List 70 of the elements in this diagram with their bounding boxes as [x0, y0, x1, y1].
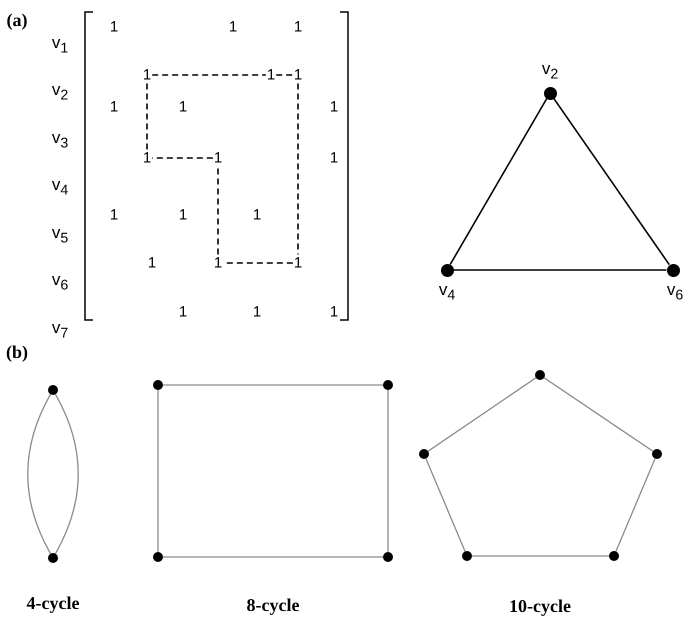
matrix-entry: 1 — [252, 304, 262, 320]
matrix-entry: 1 — [212, 150, 224, 166]
matrix-entry: 1 — [146, 254, 158, 272]
graph-edge — [27, 394, 52, 554]
dashed-line — [276, 74, 293, 76]
matrix-entry: 1 — [266, 66, 276, 84]
row-label: v$_{4}$ — [52, 176, 68, 198]
matrix-entry: 1 — [292, 254, 304, 272]
graph-edge — [450, 98, 548, 265]
vertex-dot — [48, 553, 58, 563]
matrix-entry: 1 — [292, 66, 304, 84]
cycle-caption: 4-cycle — [26, 594, 80, 612]
graph-edge — [472, 555, 609, 557]
graph-edge — [454, 269, 666, 271]
cycle-caption: 10-cycle — [509, 597, 571, 615]
dashed-line — [152, 74, 266, 76]
matrix-entry: 1 — [292, 18, 304, 36]
vertex-dot — [383, 380, 393, 390]
graph-edge — [163, 384, 383, 386]
vertex-dot — [440, 264, 454, 276]
matrix-entry: 1 — [108, 206, 120, 224]
graph-edge — [163, 556, 383, 558]
vertex-dot — [544, 86, 556, 100]
graph-edge — [387, 390, 389, 552]
vertex-dot — [652, 449, 662, 459]
vertex-label: v$_{2}$ — [542, 60, 558, 82]
dashed-line — [297, 84, 299, 254]
row-label: v$_{1}$ — [52, 34, 68, 56]
row-label: v$_{2}$ — [52, 81, 68, 103]
dashed-line — [152, 157, 213, 159]
vertex-dot — [383, 552, 393, 562]
graph-edge — [425, 458, 466, 552]
matrix-entry: 1 — [328, 304, 340, 320]
cycle-caption: 8-cycle — [246, 596, 300, 614]
dashed-line — [146, 84, 148, 150]
vertex-dot — [419, 449, 429, 459]
row-label: v$_{6}$ — [52, 271, 68, 293]
vertex-dot — [462, 551, 472, 561]
vertex-label: v$_{6}$ — [666, 281, 684, 303]
vertex-dot — [666, 264, 680, 276]
matrix-entry: 1 — [108, 98, 120, 116]
matrix-entry: 1 — [212, 254, 224, 272]
vertex-dot — [153, 552, 163, 562]
graph-edge — [615, 458, 656, 552]
matrix-entry: 1 — [178, 98, 188, 116]
matrix-entry: 1 — [328, 98, 340, 116]
matrix-entry: 1 — [252, 206, 262, 224]
matrix-entry: 1 — [178, 206, 188, 224]
panel-label: (a) — [6, 11, 28, 29]
graph-edge — [544, 377, 654, 452]
graph-edge — [54, 394, 79, 554]
matrix-entry: 1 — [328, 150, 340, 166]
vertex-dot — [48, 385, 58, 395]
panel-label: (b) — [6, 343, 28, 361]
vertex-label: v$_{4}$ — [438, 281, 456, 303]
row-label: v$_{3}$ — [52, 129, 68, 151]
matrix-entry: 1 — [178, 304, 188, 320]
row-label: v$_{7}$ — [52, 319, 68, 341]
graph-edge — [553, 98, 670, 266]
vertex-dot — [609, 551, 619, 561]
graph-edge — [157, 390, 159, 552]
matrix-entry: 1 — [228, 18, 238, 36]
matrix-entry: 1 — [108, 18, 120, 36]
graph-edge — [428, 377, 536, 452]
row-label: v$_{5}$ — [52, 224, 68, 246]
matrix-entry: 1 — [142, 66, 152, 84]
vertex-dot — [535, 370, 545, 380]
matrix-entry: 1 — [142, 150, 152, 166]
vertex-dot — [153, 380, 163, 390]
dashed-line — [217, 166, 219, 254]
